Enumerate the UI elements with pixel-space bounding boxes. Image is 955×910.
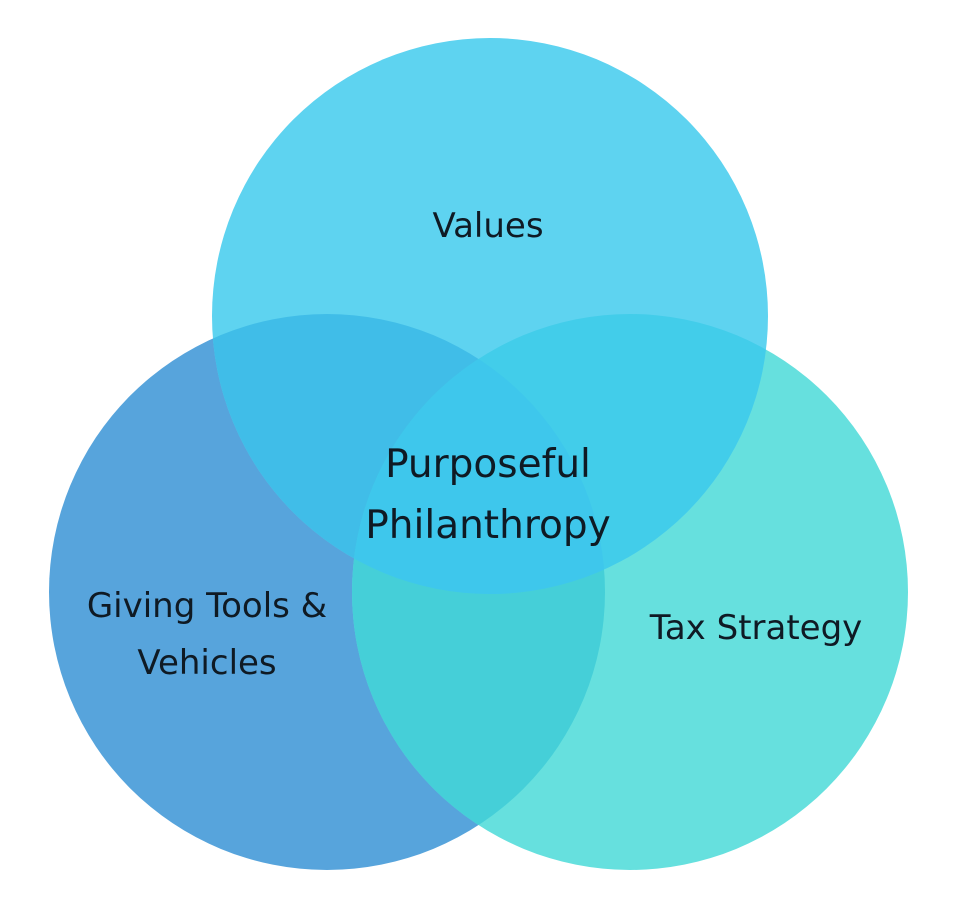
label-values: Values [432, 206, 544, 246]
label-center-line2: Philanthropy [365, 503, 611, 548]
label-center: Purposeful Philanthropy [318, 434, 658, 556]
label-giving-tools: Giving Tools & Vehicles [52, 578, 362, 692]
label-tax-strategy: Tax Strategy [649, 608, 863, 648]
label-giving-line1: Giving Tools & [86, 586, 328, 626]
label-giving-line2: Vehicles [137, 643, 277, 683]
label-center-line1: Purposeful [385, 442, 591, 487]
overlap-center [352, 314, 605, 594]
